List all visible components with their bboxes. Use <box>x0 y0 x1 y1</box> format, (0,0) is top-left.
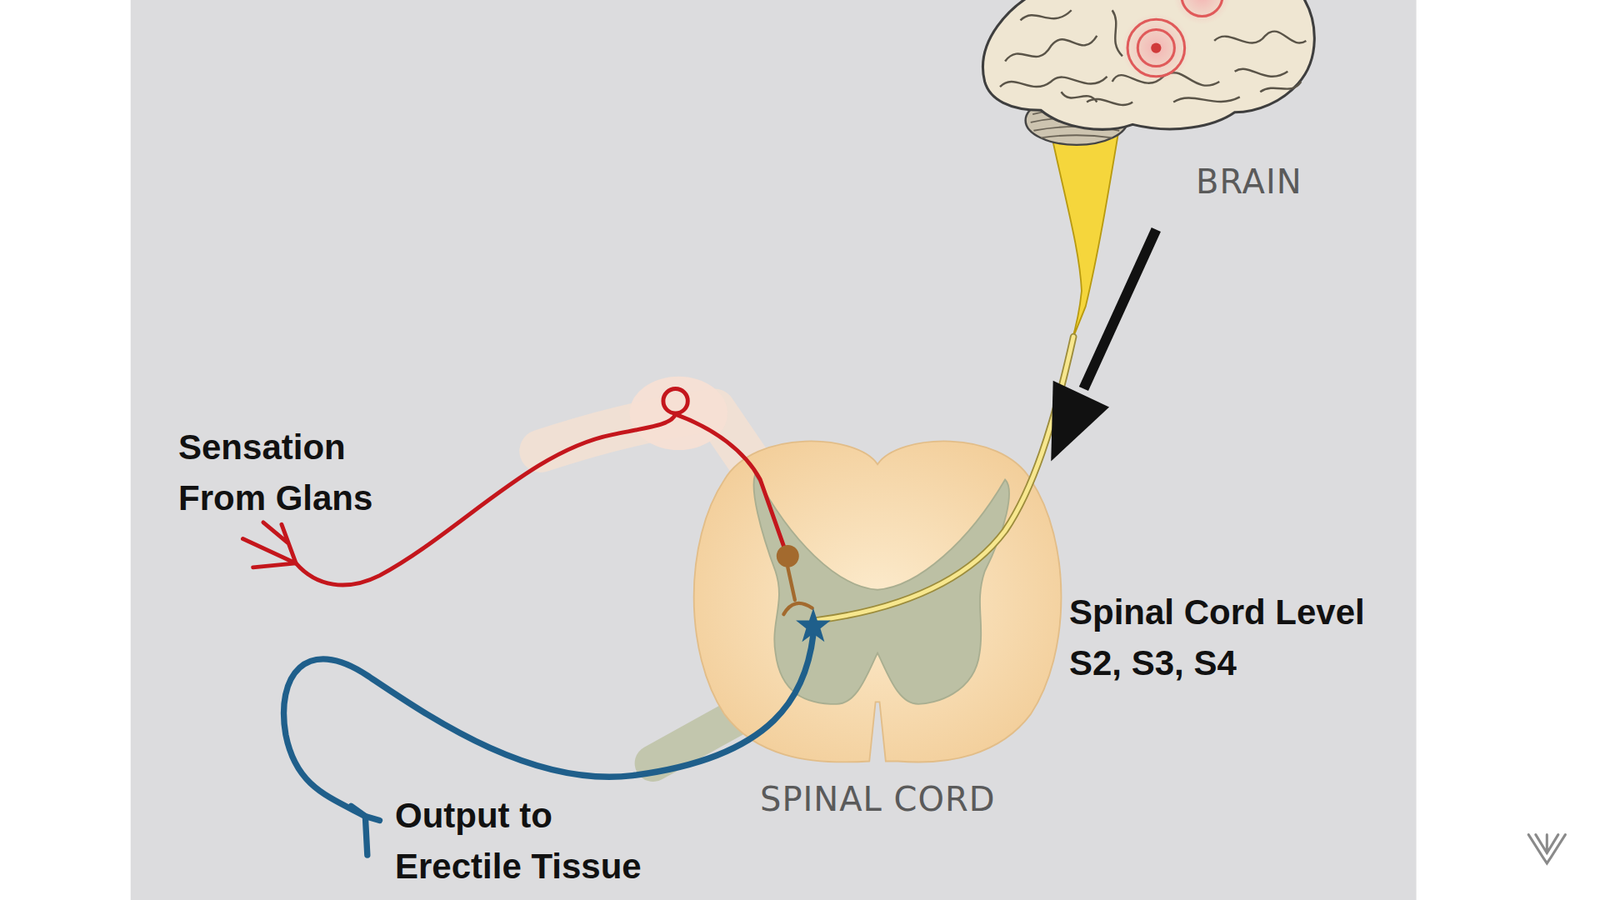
interneuron <box>776 545 813 615</box>
illustration-stroke <box>1121 13 1191 83</box>
illustration-stroke <box>663 389 688 414</box>
illustration-stroke <box>783 567 812 615</box>
spinal-cord-section <box>694 440 1062 762</box>
watermark-logo <box>1528 835 1565 864</box>
illustration-stroke <box>795 608 831 642</box>
illustration-stroke <box>1000 10 1306 105</box>
illustration-stroke <box>242 522 296 568</box>
illustration-stroke <box>1181 0 1223 17</box>
illustration-stroke <box>284 635 814 817</box>
motor-neuron <box>284 608 831 855</box>
illustration-stroke <box>1137 30 1175 67</box>
brainstem <box>1050 132 1119 342</box>
spinal-cord-label: SPINAL CORD <box>760 779 996 820</box>
illustration-stroke <box>982 0 1315 130</box>
brain-label: BRAIN <box>1195 161 1303 202</box>
illustration-stroke <box>1173 0 1231 25</box>
direction-arrow <box>1050 230 1156 462</box>
sensory-label: Sensation From Glans <box>178 421 405 524</box>
illustration-stroke <box>1083 230 1156 390</box>
illustration-stroke <box>1127 19 1185 77</box>
descending-pathway <box>816 336 1075 620</box>
illustration-stroke <box>350 805 380 855</box>
illustration-stroke <box>1150 42 1161 53</box>
illustration-stroke <box>816 336 1075 620</box>
illustration-stroke <box>776 545 800 568</box>
illustration-stroke <box>1050 380 1110 462</box>
spinal-level-label: Spinal Cord Level S2, S3, S4 <box>1069 586 1403 689</box>
illustration-stroke <box>675 414 785 546</box>
output-label: Output to Erectile Tissue <box>395 790 664 892</box>
brain <box>982 0 1315 130</box>
background-panel <box>130 0 1417 900</box>
gray-matter <box>754 474 1010 705</box>
illustration-stroke <box>816 336 1075 620</box>
